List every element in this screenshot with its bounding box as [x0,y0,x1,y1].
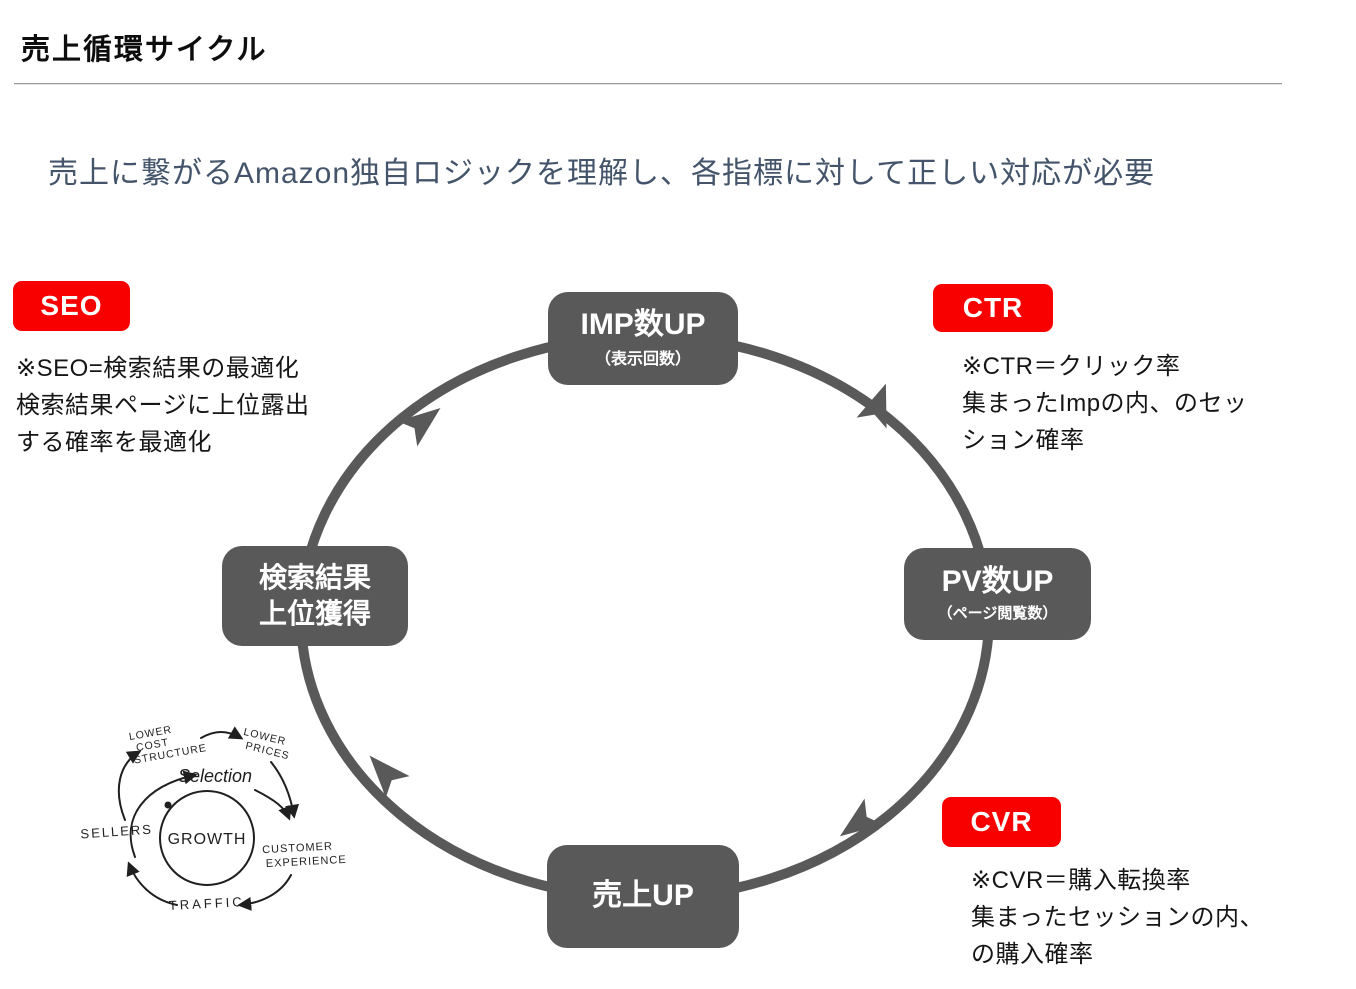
flywheel-arrow-customer-to-traffic [237,874,292,911]
node-imp-title: IMP数UP [580,308,706,342]
seo-badge-label: SEO [40,290,103,321]
flywheel-label-traffic: TRAFFIC [168,894,245,913]
flywheel-label-lower-prices: LOWER PRICES [242,726,291,762]
flywheel-arrow-to-selection [129,770,198,858]
svg-text:EXPERIENCE: EXPERIENCE [266,854,347,870]
flywheel-label-customer-experience: CUSTOMER EXPERIENCE [262,841,347,871]
cycle-node-sales: 売上UP [547,845,739,948]
page-title: 売上循環サイクル [21,34,268,66]
cycle-node-imp: IMP数UP （表示回数） [548,292,738,385]
flywheel-growth-circle [159,790,255,886]
ctr-note-line: 集まったImpの内、のセッ [962,390,1248,417]
cvr-note-line: 集まったセッションの内、 [971,904,1265,931]
cvr-badge-label: CVR [970,806,1033,837]
svg-text:COST: COST [135,736,170,754]
ctr-note-line: ション確率 [962,427,1085,454]
seo-note: ※SEO=検索結果の最適化 検索結果ページに上位露出 する確率を最適化 [16,350,310,461]
cvr-note-line: の購入確率 [971,941,1094,968]
flywheel-arrow-traffic-to-sellers [126,861,178,906]
cvr-badge: CVR [942,797,1061,847]
cvr-note: ※CVR＝購入転換率 集まったセッションの内、 の購入確率 [971,862,1264,973]
flywheel-label-selection: Selection [178,766,252,786]
cvr-note-line: ※CVR＝購入転換率 [971,867,1191,894]
flywheel-junction-dot [164,801,172,809]
svg-text:CUSTOMER: CUSTOMER [262,841,333,857]
flywheel-arrow-selection-to-customer [254,789,292,821]
cycle-arrow-nw-icon [397,407,441,447]
flywheel-label-lower-cost-structure: LOWER COST STRUCTURE [128,724,208,767]
flywheel-sketch: GROWTH Selection SELLERS TRAFFIC CUSTOME… [80,724,347,913]
lead-text: 売上に繋がるAmazon独自ロジックを理解し、各指標に対して正しい対応が必要 [48,157,1156,190]
cycle-node-pv: PV数UP （ページ閲覧数） [904,548,1091,640]
title-divider [14,83,1282,85]
flywheel-label-growth: GROWTH [168,831,247,848]
flywheel-arrow-to-lower-prices [200,726,244,740]
flywheel-arrow-to-lower-cost [117,750,142,821]
flywheel-label-sellers: SELLERS [80,821,153,841]
seo-note-line: 検索結果ページに上位露出 [16,392,310,419]
node-search-line1: 検索結果 [258,561,371,593]
seo-badge: SEO [13,281,130,331]
ctr-note: ※CTR＝クリック率 集まったImpの内、のセッ ション確率 [962,348,1248,459]
node-pv-title: PV数UP [941,565,1054,599]
node-sales-title: 売上UP [592,879,694,913]
cycle-node-search: 検索結果 上位獲得 [222,546,408,646]
ctr-badge-label: CTR [962,292,1024,323]
seo-note-line: ※SEO=検索結果の最適化 [16,355,300,382]
cycle-arrow-ne-icon [856,383,887,429]
flywheel-arrow-prices-to-customer [270,761,300,819]
cycle-arrow-sw-icon [369,755,410,798]
cycle-arrow-se-icon [839,798,884,837]
node-pv-subtitle: （ページ閲覧数） [937,604,1058,622]
ctr-badge: CTR [933,284,1053,332]
node-imp-subtitle: （表示回数） [594,350,691,368]
seo-note-line: する確率を最適化 [16,429,212,456]
node-search-line2: 上位獲得 [258,598,371,629]
ctr-note-line: ※CTR＝クリック率 [962,353,1181,380]
